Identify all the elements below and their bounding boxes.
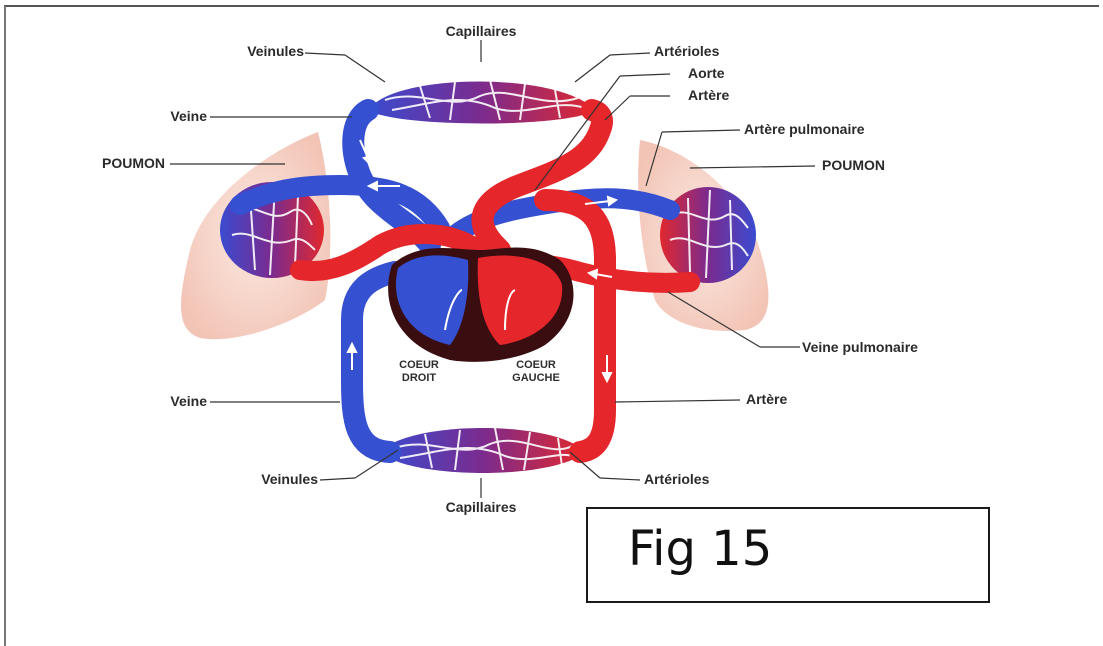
heart-label-right-1: COEUR (399, 359, 439, 371)
label-veinules-top: Veinules (247, 43, 304, 59)
heart-label-right-2: DROIT (402, 372, 437, 384)
label-capillaires-top: Capillaires (446, 23, 517, 39)
figure-caption: Fig 15 (628, 521, 772, 577)
label-arterioles-top: Artérioles (654, 43, 720, 59)
label-poumon-left: POUMON (102, 155, 165, 171)
label-veine-bottom: Veine (170, 393, 207, 409)
capillaries-top (368, 80, 595, 124)
label-veinules-bottom: Veinules (261, 471, 318, 487)
label-artere-top: Artère (688, 87, 729, 103)
label-artere-bottom: Artère (746, 391, 787, 407)
heart (388, 248, 573, 362)
capillaries-bottom (380, 428, 585, 473)
label-veine-top: Veine (170, 108, 207, 124)
label-veine-pulmonaire: Veine pulmonaire (802, 339, 918, 355)
figure-caption-box: Fig 15 (586, 507, 990, 603)
label-arterioles-bottom: Artérioles (644, 471, 710, 487)
heart-label-left-1: COEUR (516, 359, 556, 371)
label-artere-pulmonaire: Artère pulmonaire (744, 121, 865, 137)
label-poumon-right: POUMON (822, 157, 885, 173)
heart-label-left-2: GAUCHE (512, 372, 560, 384)
label-aorte: Aorte (688, 65, 725, 81)
label-capillaires-bottom: Capillaires (446, 499, 517, 515)
